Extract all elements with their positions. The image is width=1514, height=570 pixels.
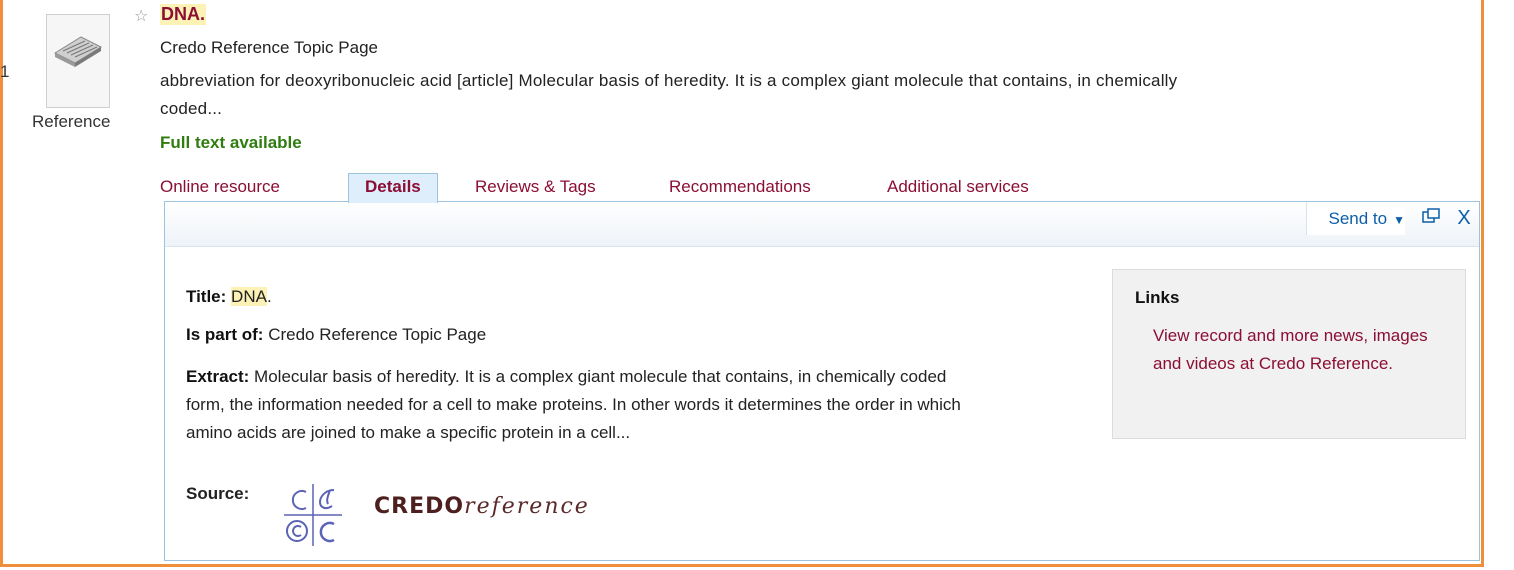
- result-snippet: abbreviation for deoxyribonucleic acid […: [160, 71, 1178, 118]
- credo-reference-logo: CREDOreference: [374, 494, 590, 519]
- links-box: Links View record and more news, images …: [1112, 269, 1466, 439]
- result-topic: Credo Reference Topic Page: [160, 38, 378, 57]
- links-title: Links: [1135, 288, 1180, 307]
- details-toolbar: Send to ▼ X: [165, 202, 1479, 247]
- credo-reference-link[interactable]: View record and more news, images and vi…: [1153, 326, 1428, 373]
- result-frame: [0, 0, 1484, 567]
- credo-logo-italic: reference: [464, 494, 590, 519]
- detail-extract-label: Extract:: [186, 367, 250, 386]
- credo-cc-logo: [282, 482, 344, 553]
- reference-thumbnail[interactable]: [46, 14, 110, 108]
- reference-book-icon: [53, 36, 103, 67]
- full-text-available-link[interactable]: Full text available: [160, 133, 302, 152]
- detail-partof-row: Is part of: Credo Reference Topic Page: [186, 325, 486, 345]
- tab-details[interactable]: Details: [348, 173, 438, 203]
- send-to-button[interactable]: Send to ▼: [1305, 202, 1405, 235]
- result-title-link[interactable]: DNA.: [160, 4, 206, 25]
- popout-window-icon[interactable]: [1421, 208, 1441, 228]
- chevron-down-icon: ▼: [1393, 213, 1405, 227]
- close-icon[interactable]: X: [1457, 207, 1471, 229]
- detail-title-label: Title:: [186, 287, 227, 306]
- detail-partof-label: Is part of:: [186, 325, 264, 344]
- detail-partof-value: Credo Reference Topic Page: [268, 325, 487, 344]
- send-to-label: Send to: [1328, 209, 1388, 228]
- tab-recommendations[interactable]: Recommendations: [669, 177, 811, 196]
- detail-title-row: Title: DNA.: [186, 287, 272, 307]
- detail-source-label: Source:: [186, 484, 250, 503]
- result-number: 1: [0, 62, 10, 81]
- tab-additional-services[interactable]: Additional services: [887, 177, 1029, 196]
- detail-extract-row: Extract: Molecular basis of heredity. It…: [186, 363, 966, 447]
- star-icon[interactable]: ☆: [134, 8, 149, 25]
- tab-online-resource[interactable]: Online resource: [160, 177, 281, 196]
- resource-type-label: Reference: [32, 112, 111, 131]
- detail-extract-value: Molecular basis of heredity. It is a com…: [186, 367, 961, 442]
- detail-title-suffix: .: [266, 287, 272, 306]
- tab-reviews-tags[interactable]: Reviews & Tags: [475, 177, 596, 196]
- detail-title-value: DNA: [231, 287, 267, 306]
- credo-logo-bold: CREDO: [374, 494, 465, 519]
